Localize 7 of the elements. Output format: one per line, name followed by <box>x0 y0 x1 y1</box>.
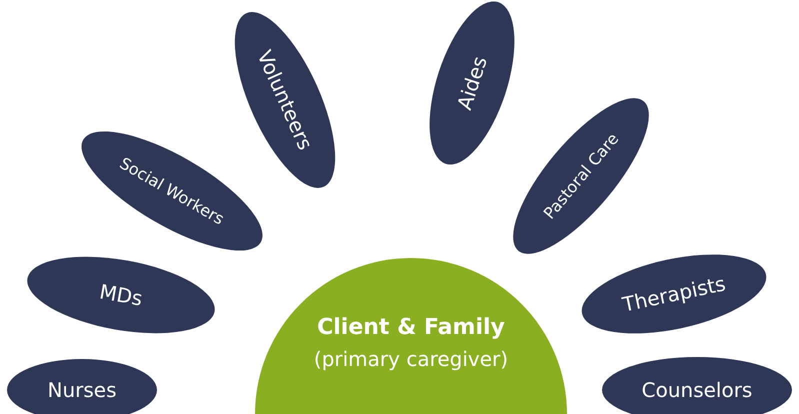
role-label: Nurses <box>48 378 116 402</box>
role-label: Counselors <box>642 378 752 402</box>
center-subtitle: (primary caregiver) <box>314 347 508 371</box>
role-label: MDs <box>98 279 144 311</box>
role-label: Aides <box>452 53 492 113</box>
center-title: Client & Family <box>317 315 505 340</box>
role-label: Therapists <box>620 271 728 317</box>
